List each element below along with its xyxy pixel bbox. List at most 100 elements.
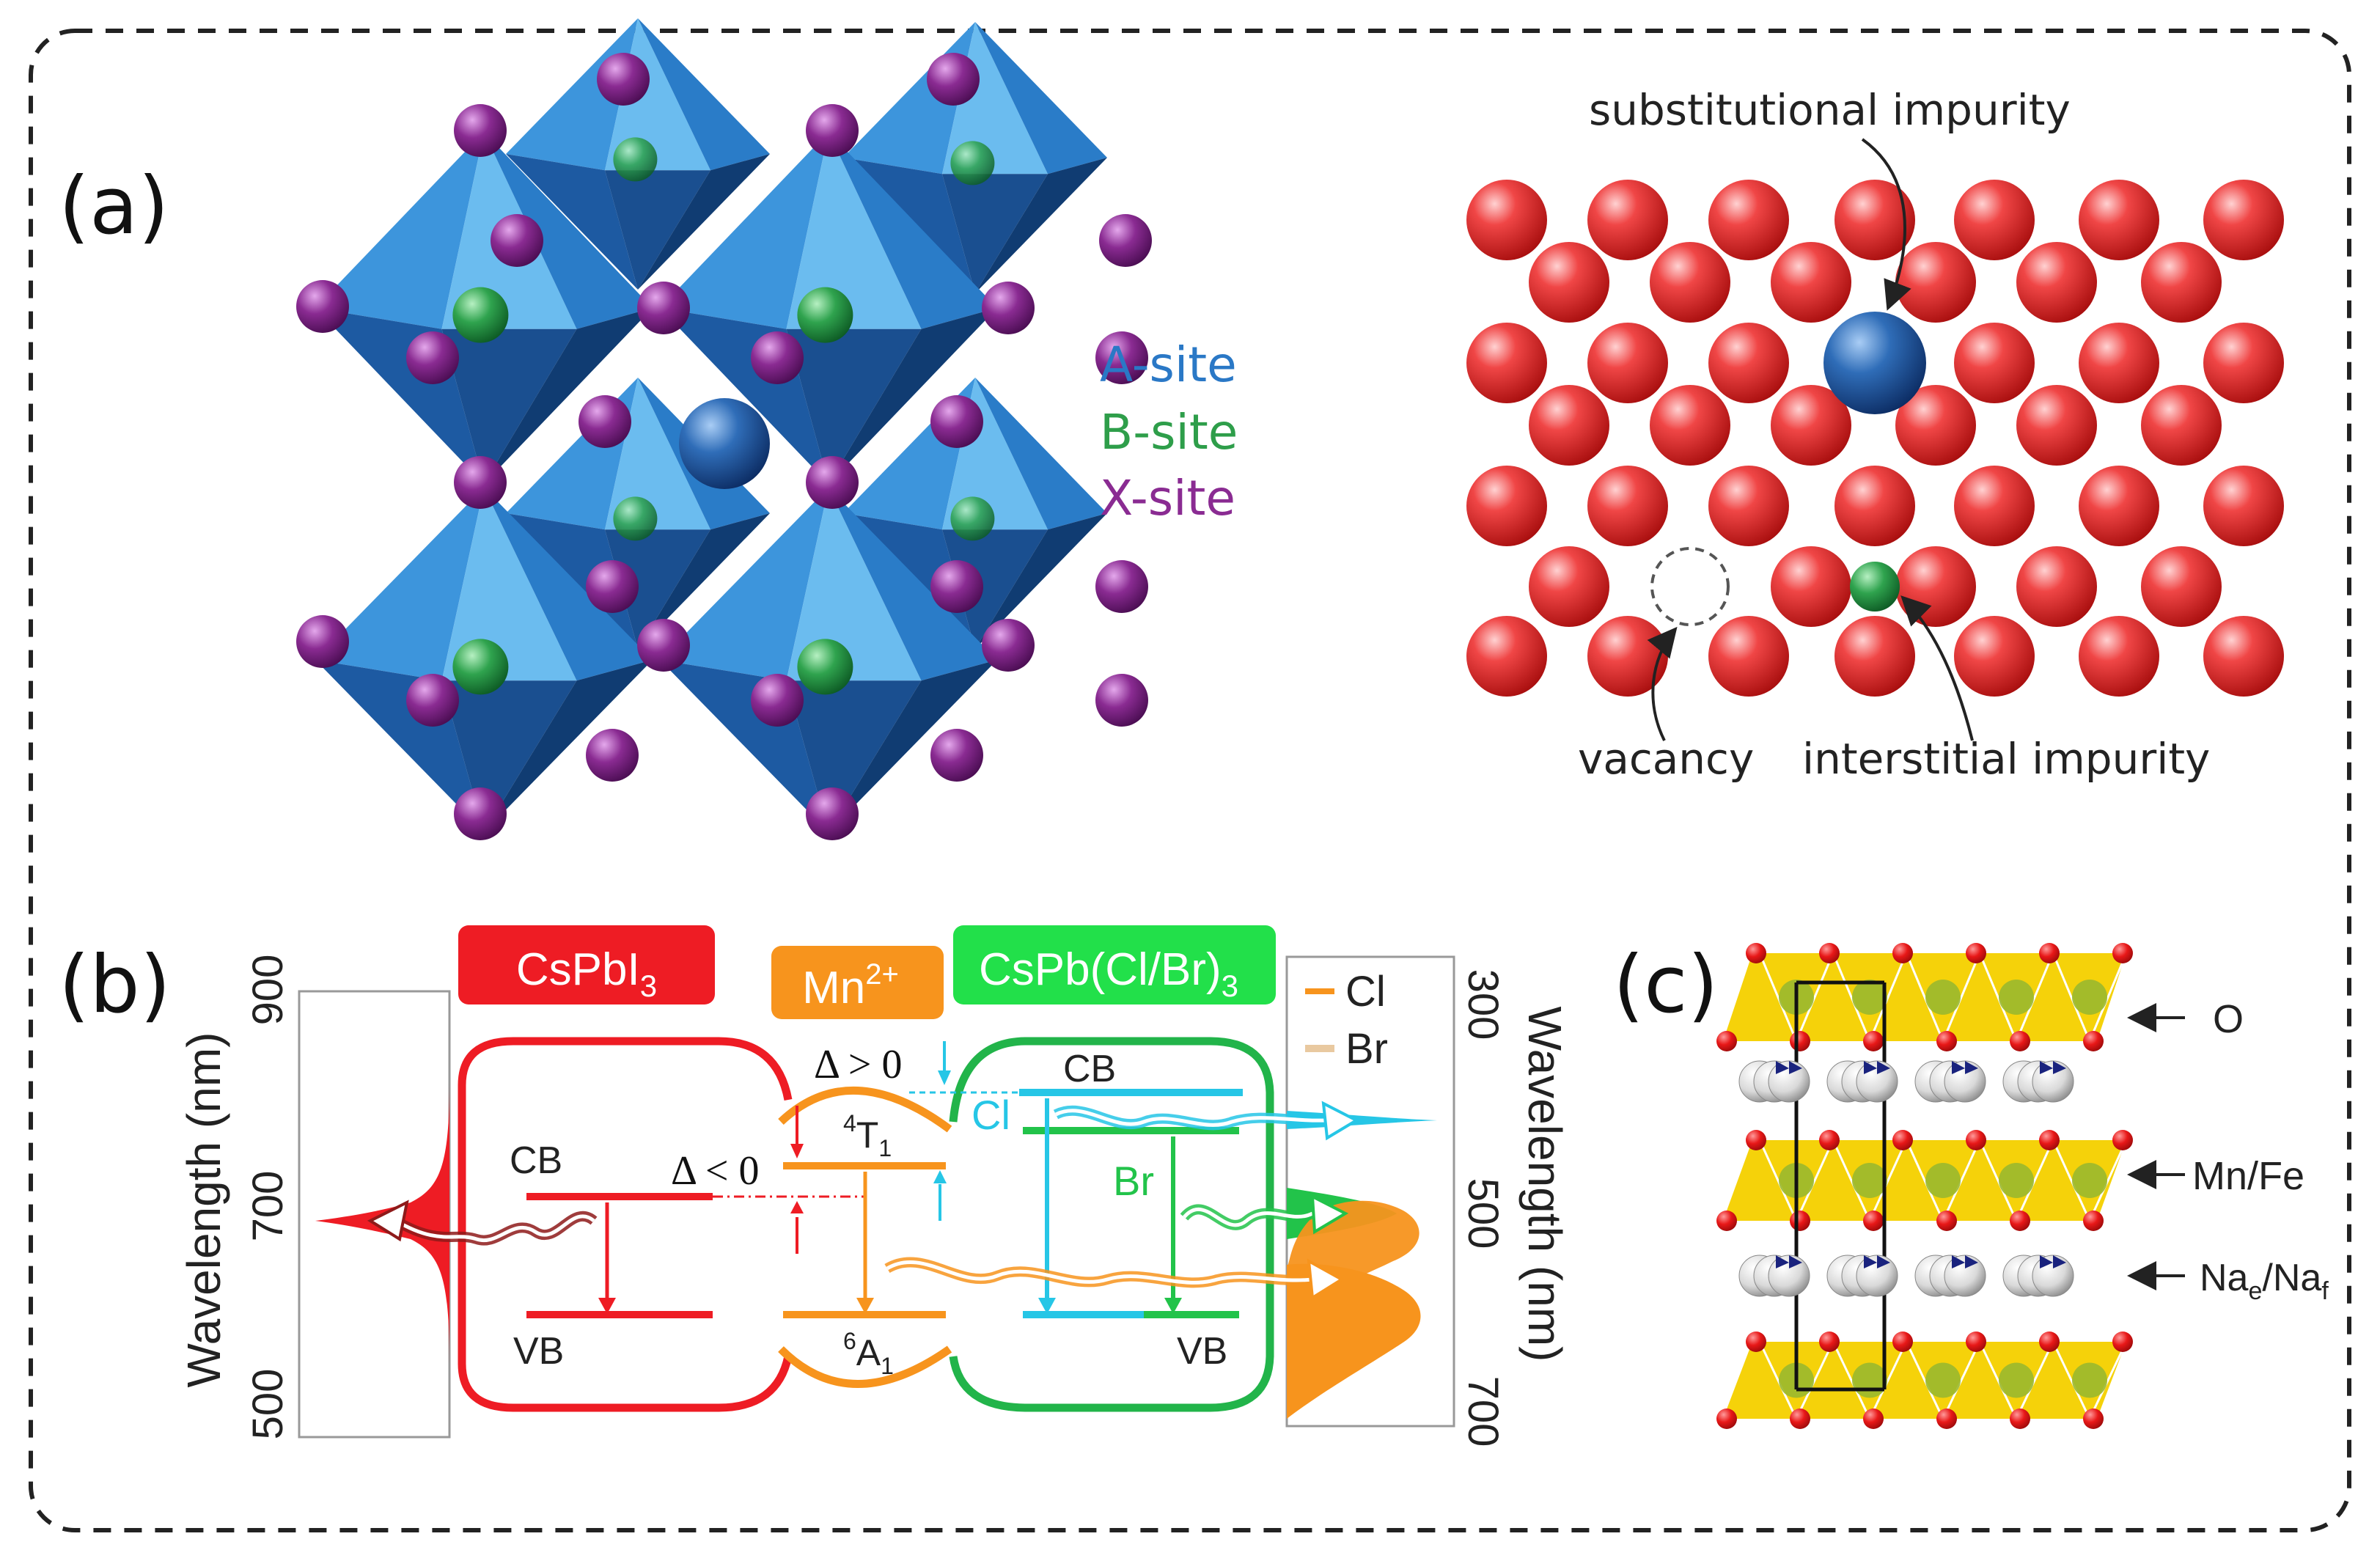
oxygen-atom bbox=[1966, 1332, 1986, 1352]
oxygen-atom bbox=[2039, 943, 2060, 963]
lattice-atom bbox=[2203, 616, 2284, 697]
x-site-atom bbox=[806, 104, 859, 157]
cyan-arrow-up-head bbox=[933, 1170, 947, 1183]
mn-fe-center bbox=[1852, 1163, 1887, 1198]
arrow-vacancy bbox=[1647, 626, 1678, 741]
clbr-cb-label: CB bbox=[1063, 1048, 1116, 1090]
octahedron-face bbox=[441, 488, 577, 681]
b-site-atom bbox=[452, 639, 509, 695]
header-cspbclbr-box bbox=[953, 925, 1276, 1004]
x-site-atom bbox=[406, 674, 459, 727]
x-site-atom bbox=[982, 282, 1035, 334]
octahedron-face bbox=[638, 513, 770, 649]
label-interstitial-impurity: interstitial impurity bbox=[1802, 734, 2210, 784]
label-mnfe: Mn/Fe bbox=[2192, 1154, 2304, 1198]
mn-fe-center bbox=[2072, 1163, 2107, 1198]
octahedron-face bbox=[660, 488, 829, 681]
vacancy-site bbox=[1650, 547, 1730, 626]
lattice-atom bbox=[1954, 180, 2035, 260]
oxygen-atom bbox=[1892, 1130, 1913, 1150]
octahedron-face bbox=[484, 132, 653, 329]
left-axis-title: Wavelength (nm) bbox=[177, 1032, 230, 1388]
x-site-atom bbox=[406, 331, 459, 384]
lattice-atom bbox=[1954, 616, 2035, 697]
arrow-substitutional bbox=[1861, 138, 1911, 311]
lattice-atom bbox=[1466, 466, 1547, 546]
x-site-atom bbox=[930, 395, 983, 448]
b-site-atom bbox=[613, 137, 658, 182]
oxygen-atom bbox=[1863, 1211, 1884, 1231]
oxygen-atom bbox=[1746, 943, 1766, 963]
perovskite-structure bbox=[296, 18, 1152, 840]
oxygen-atom bbox=[1892, 943, 1913, 963]
lattice-atom bbox=[1834, 180, 1915, 260]
lattice-atom bbox=[1834, 466, 1915, 546]
x-site-atom bbox=[1095, 331, 1148, 384]
octahedron-face bbox=[506, 154, 638, 290]
legend-b-site: B-site bbox=[1100, 404, 1238, 460]
lattice-atom bbox=[1650, 385, 1730, 466]
cl-transition-head bbox=[1038, 1298, 1056, 1314]
header-cspbi3-box bbox=[458, 925, 715, 1004]
oxygen-atom bbox=[2010, 1408, 2030, 1429]
lattice-atom bbox=[1895, 385, 1976, 466]
oxygen-atom bbox=[1966, 1130, 1986, 1150]
lattice-atom bbox=[1954, 323, 2035, 403]
na-marker bbox=[1864, 1255, 1877, 1268]
oxygen-atom bbox=[1863, 1408, 1884, 1429]
x-site-atom bbox=[930, 729, 983, 782]
outer-dashed-frame bbox=[29, 29, 2351, 1532]
right-axis-title: Wavelength (nm) bbox=[1518, 1007, 1571, 1362]
oxygen-atom bbox=[1892, 1332, 1913, 1352]
octahedron-face bbox=[638, 154, 770, 290]
cyan-wavy-arrow-inner bbox=[1054, 1109, 1328, 1127]
x-site-atom bbox=[930, 560, 983, 613]
octahedron-face bbox=[638, 18, 770, 171]
octahedron-face bbox=[605, 170, 710, 290]
oxygen-atom bbox=[2112, 1130, 2133, 1150]
x-site-atom bbox=[806, 456, 859, 509]
oxygen-atom bbox=[1936, 1031, 1957, 1051]
legend-br-text: Br bbox=[1345, 1025, 1388, 1073]
red-wavy-arrow-inner bbox=[394, 1214, 595, 1243]
defect-lattice bbox=[1466, 180, 2284, 697]
mn-fe-center bbox=[2072, 980, 2107, 1015]
na-marker bbox=[2040, 1061, 2053, 1074]
lattice-atom bbox=[2016, 242, 2097, 323]
oxygen-atom bbox=[1746, 1332, 1766, 1352]
label-na: Nae/Naf bbox=[2200, 1257, 2329, 1305]
lattice-atom bbox=[1587, 466, 1668, 546]
x-site-atom bbox=[454, 104, 507, 157]
oxygen-atom bbox=[2083, 1408, 2104, 1429]
cspbi3-arrowhead bbox=[598, 1298, 616, 1314]
x-site-atom bbox=[982, 619, 1035, 672]
oxygen-atom bbox=[1716, 1031, 1737, 1051]
header-mn-box bbox=[771, 946, 944, 1019]
octahedron-face bbox=[975, 378, 1107, 530]
mn-fe-center bbox=[1999, 1163, 2034, 1198]
panel-c-label: (c) bbox=[1613, 939, 1719, 1031]
mn-fe-center bbox=[1852, 1362, 1887, 1398]
b-site-atom bbox=[797, 639, 853, 695]
na-marker bbox=[1952, 1061, 1965, 1074]
lattice-atom bbox=[2141, 385, 2222, 466]
oxygen-atom bbox=[1936, 1211, 1957, 1231]
delta-negative-label: Δ < 0 bbox=[671, 1148, 760, 1194]
a-site-cation bbox=[679, 398, 770, 489]
layered-structure bbox=[1716, 943, 2133, 1429]
oxygen-atom bbox=[2010, 1211, 2030, 1231]
x-site-atom bbox=[491, 214, 543, 267]
lattice-atom bbox=[2079, 616, 2159, 697]
lattice-atom bbox=[1895, 546, 1976, 627]
mn-emission-peak-shape bbox=[1287, 1263, 1421, 1419]
mn-frame-bottom bbox=[778, 1345, 952, 1388]
na-marker bbox=[1864, 1061, 1877, 1074]
lattice-atom bbox=[1954, 466, 2035, 546]
lattice-atom bbox=[1771, 546, 1851, 627]
orange-wavy-arrow-inner bbox=[886, 1260, 1313, 1285]
octahedron-face bbox=[975, 158, 1107, 293]
right-tick-500: 500 bbox=[1459, 1178, 1507, 1249]
na-marker bbox=[2053, 1061, 2066, 1074]
lattice-atom bbox=[1466, 180, 1547, 260]
octahedron-face bbox=[315, 488, 484, 681]
